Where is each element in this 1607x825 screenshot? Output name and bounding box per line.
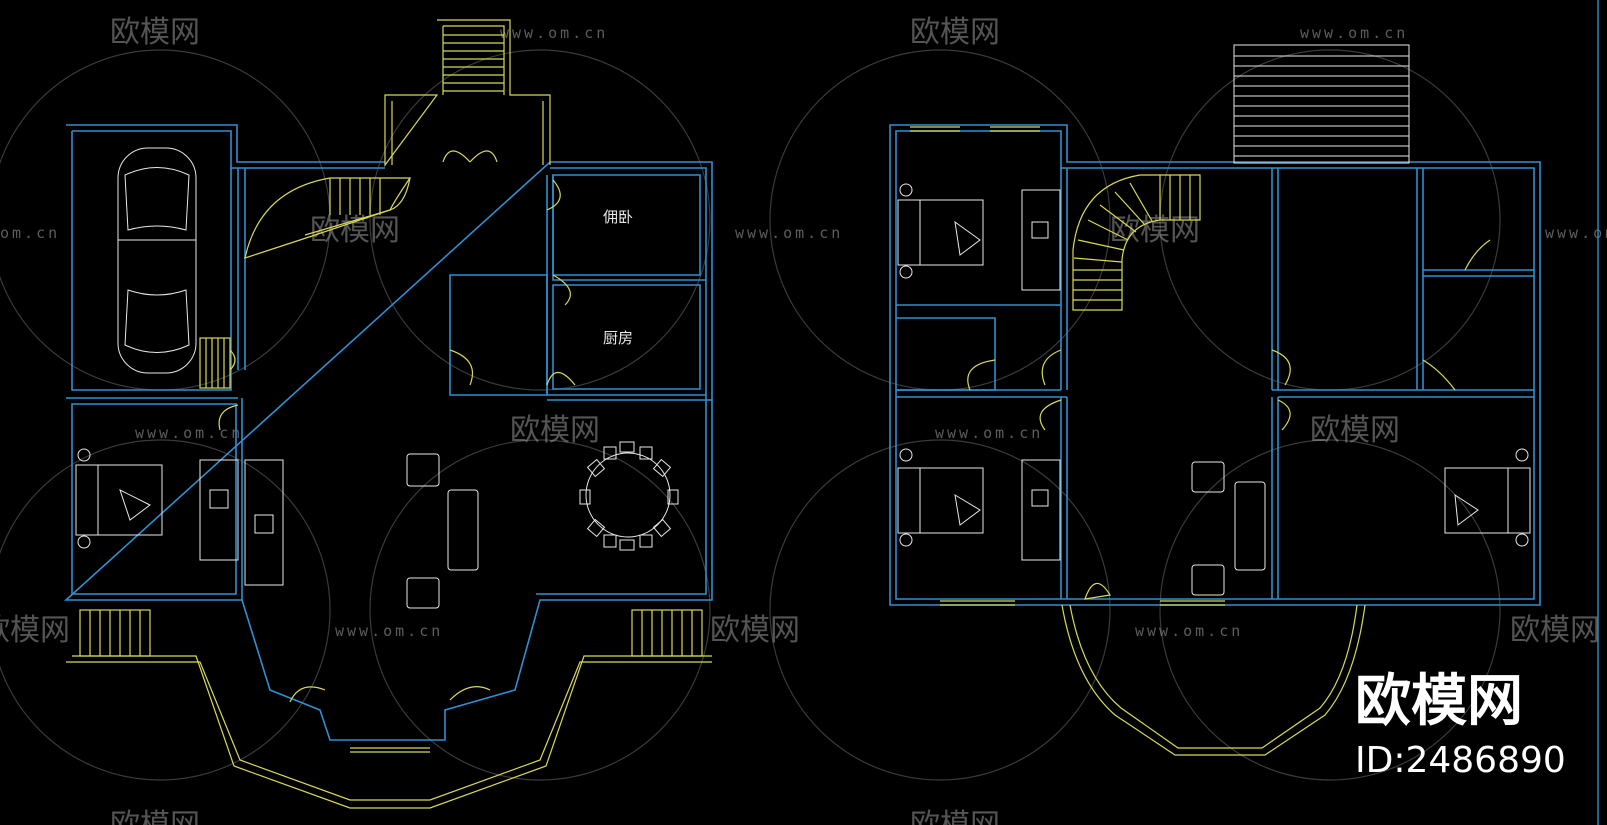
wall	[1060, 397, 1068, 599]
wall	[66, 397, 243, 600]
watermark-url: www.om.cn	[335, 622, 443, 640]
watermark-brand: 欧模网	[910, 808, 1000, 825]
room-label-maid: 佣卧	[603, 208, 633, 226]
watermark-url: www.om.cn	[1545, 224, 1607, 242]
watermark-url: www.om.cn	[1300, 24, 1408, 42]
upper-floor-plan	[889, 44, 1541, 756]
watermark-circles	[0, 49, 1501, 781]
bedroom-furniture	[897, 183, 1061, 291]
watermark-url: om.cn	[0, 224, 60, 242]
wall	[449, 274, 548, 396]
terrace	[66, 609, 712, 809]
watermark-brand: 欧模网	[710, 613, 800, 648]
sofa-set	[406, 453, 479, 609]
exterior-wall	[72, 130, 707, 595]
watermark-url-group: www.om.cn www.om.cn om.cn www.om.cn www.…	[0, 24, 1607, 640]
windows	[910, 126, 1225, 606]
bedroom-wall	[71, 403, 237, 595]
wall	[1272, 389, 1534, 398]
curved-stairs	[244, 177, 412, 259]
wall	[237, 168, 246, 370]
doors	[218, 179, 576, 703]
wall	[1416, 168, 1534, 390]
ground-floor-plan: 佣卧 厨房	[63, 19, 713, 809]
watermark-brand: 欧模网	[910, 15, 1000, 50]
badge-id: ID:2486890	[1355, 740, 1566, 781]
watermark-brand: 欧模网	[110, 15, 200, 50]
wall	[1271, 168, 1279, 390]
watermark-url: www.om.cn	[935, 424, 1043, 442]
exterior-wall	[889, 124, 1541, 606]
watermark-url: www.om.cn	[1135, 622, 1243, 640]
spiral-stairs	[1072, 174, 1201, 311]
wall	[1060, 168, 1068, 390]
balcony-slats	[1233, 44, 1410, 164]
wall	[896, 304, 1061, 391]
bedroom-furniture	[75, 448, 284, 586]
watermark-brand: 欧模网	[0, 613, 70, 648]
entrance-stairs	[384, 19, 551, 167]
watermark-brand: 欧模网	[510, 413, 600, 448]
watermark-brand: 欧模网	[1310, 413, 1400, 448]
wall	[896, 389, 1067, 398]
garage-wall	[71, 131, 232, 391]
watermark-brand: 欧模网	[310, 213, 400, 248]
bedroom-furniture	[897, 448, 1061, 561]
watermark-brand: 欧模网	[110, 808, 200, 825]
sofa-set	[1191, 461, 1266, 596]
dining-table	[579, 441, 679, 551]
wall	[552, 284, 701, 390]
watermark-brand: 欧模网	[1510, 613, 1600, 648]
badge-brand: 欧模网	[1355, 669, 1523, 734]
doors	[967, 239, 1491, 600]
watermark-url: www.om.cn	[500, 24, 608, 42]
brand-badge: 欧模网 ID:2486890	[1355, 669, 1566, 781]
watermark-url: www.om.cn	[735, 224, 843, 242]
car	[117, 147, 197, 374]
wall	[552, 174, 701, 276]
wall	[1271, 397, 1279, 599]
watermark-brand: 欧模网	[1110, 213, 1200, 248]
bay-terrace	[1061, 604, 1366, 756]
garage-steps	[199, 337, 236, 389]
watermark-brand-group: 欧模网 欧模网 欧模网 欧模网 欧模网 欧模网 欧模网 欧模网 欧模网 欧模网 …	[0, 15, 1600, 825]
exterior-wall	[895, 130, 1535, 600]
bedroom-furniture	[1444, 448, 1531, 547]
watermark-url: www.om.cn	[135, 424, 243, 442]
room-label-kitchen: 厨房	[603, 329, 633, 347]
